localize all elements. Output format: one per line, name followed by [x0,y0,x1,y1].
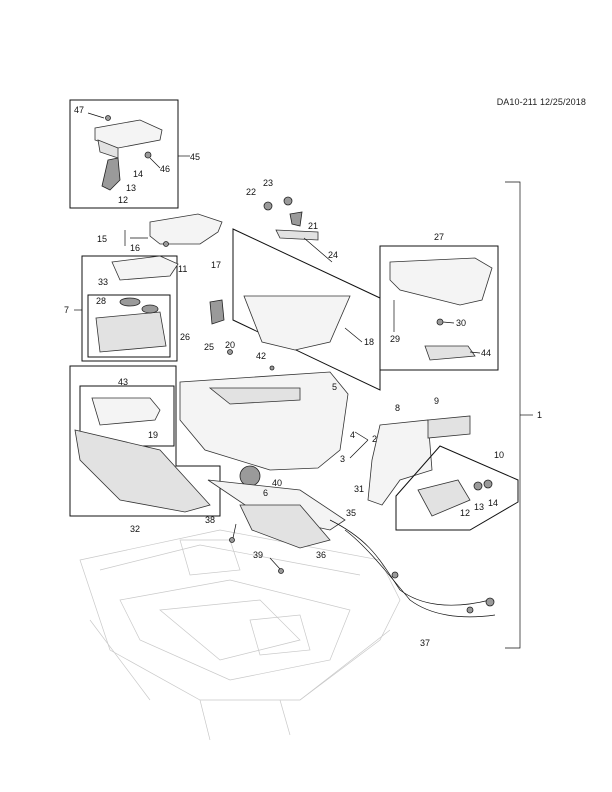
callout-47: 47 [74,105,84,115]
callout-6: 6 [263,488,268,498]
callout-18: 18 [364,337,374,347]
callout-12-b: 12 [460,508,470,518]
console-body [179,349,349,487]
callout-13-b: 13 [474,502,484,512]
callout-7: 7 [64,305,69,315]
callout-45: 45 [190,152,200,162]
bracket-1 [505,181,533,649]
callout-35: 35 [346,508,356,518]
part-15 [124,213,223,246]
callout-9: 9 [434,396,439,406]
callout-21: 21 [308,221,318,231]
wire-harness-37 [329,519,496,618]
callout-39: 39 [253,550,263,560]
box-32 [69,365,221,517]
callout-4: 4 [350,430,355,440]
diagram-reference: DA10-211 12/25/2018 [496,97,586,107]
callout-33: 33 [98,277,108,287]
callout-2: 2 [372,434,377,444]
callout-5: 5 [332,382,337,392]
callout-30: 30 [456,318,466,328]
vehicle-floor-ghost [79,529,401,741]
callout-11: 11 [178,264,187,274]
callout-8: 8 [395,403,400,413]
callout-32: 32 [130,524,140,534]
box-10 [395,445,519,531]
callout-31: 31 [354,484,364,494]
callout-14-b: 14 [488,498,498,508]
box-7 [74,255,179,362]
part-8-9 [367,415,471,506]
callout-15: 15 [97,234,107,244]
callout-40: 40 [272,478,282,488]
callout-23: 23 [263,178,273,188]
box-27 [379,245,499,371]
fasteners [163,241,284,574]
callout-22: 22 [246,187,256,197]
callout-3: 3 [340,454,345,464]
callout-28: 28 [96,296,106,306]
box-45 [69,99,190,209]
callout-16: 16 [130,243,140,253]
callout-46: 46 [160,164,170,174]
callout-labels: 1 2 3 4 5 6 7 8 9 10 11 12 13 14 15 16 1… [64,105,542,648]
callout-37: 37 [420,638,430,648]
callout-13-a: 13 [126,183,136,193]
callout-38: 38 [205,515,215,525]
callout-42: 42 [256,351,266,361]
callout-36: 36 [316,550,326,560]
callout-19: 19 [148,430,158,440]
callout-26: 26 [180,332,190,342]
callout-43: 43 [118,377,128,387]
callout-27: 27 [434,232,444,242]
callout-12-a: 12 [118,195,128,205]
callout-29: 29 [390,334,400,344]
callout-1: 1 [537,410,542,420]
callout-44: 44 [481,348,491,358]
callout-25: 25 [204,342,214,352]
leader-lines [87,112,481,570]
callout-10: 10 [494,450,504,460]
part-35-36 [207,479,346,549]
callout-24: 24 [328,250,338,260]
callout-14-a: 14 [133,169,143,179]
callout-20: 20 [225,340,235,350]
box-17 [209,196,381,391]
callout-17: 17 [211,260,221,270]
